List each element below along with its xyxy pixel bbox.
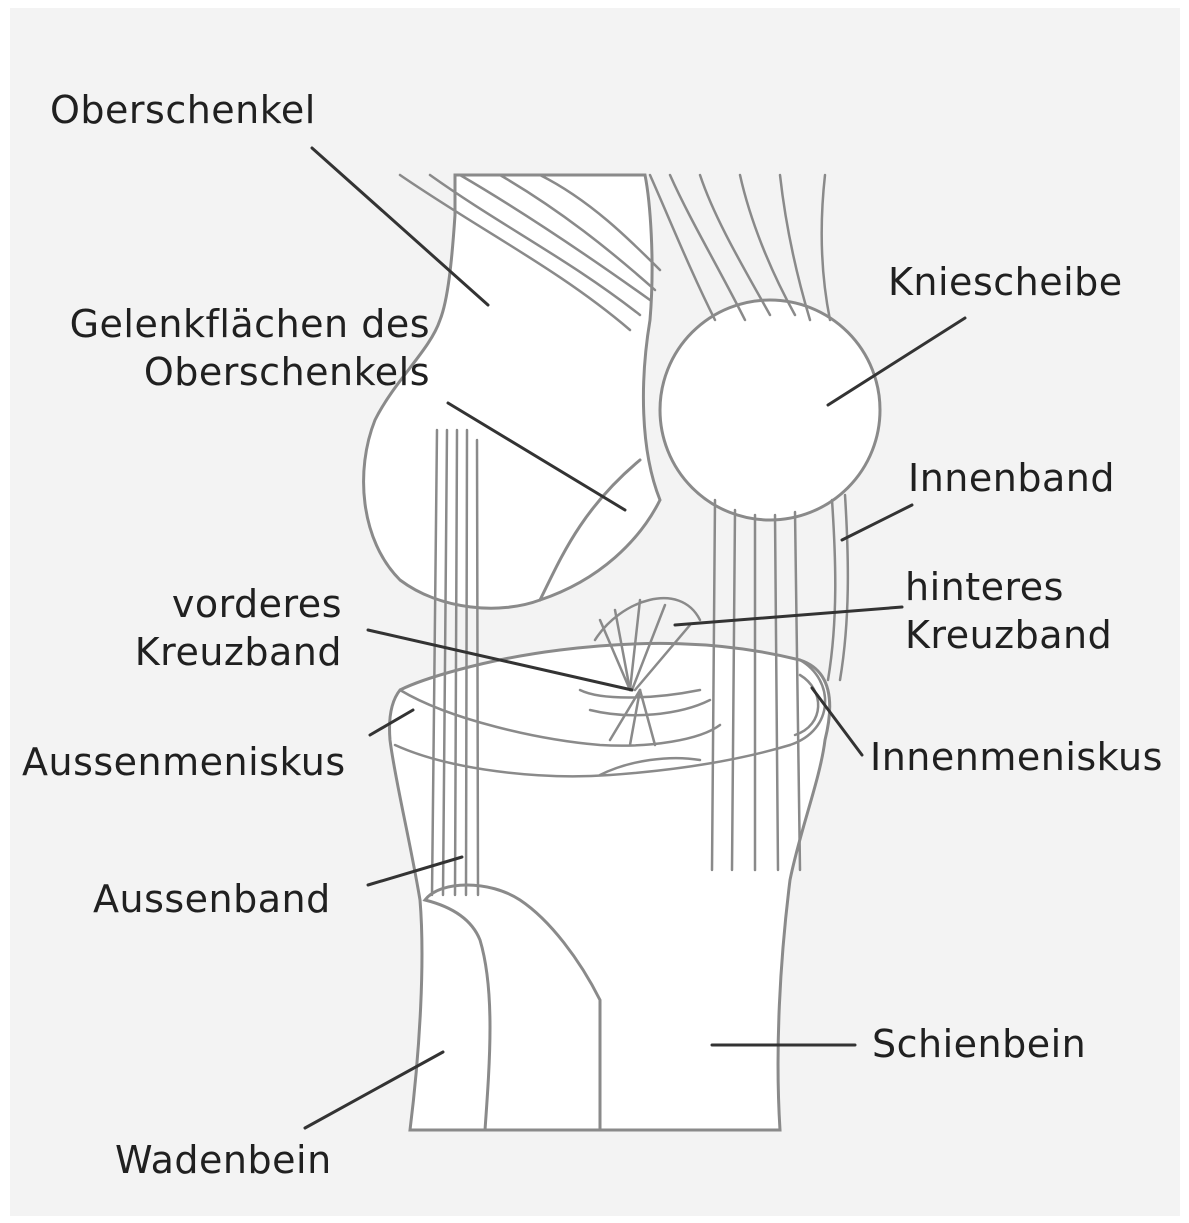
label-hinteres-kreuzband: hinteres Kreuzband [905,563,1112,659]
label-gelenkflaechen-line2: Oberschenkels [50,348,430,396]
label-hinteres-line2: Kreuzband [905,611,1112,659]
label-vorderes-line1: vorderes [90,580,342,628]
label-vorderes-line2: Kreuzband [90,628,342,676]
label-innenband-text: Innenband [908,454,1115,502]
label-kniescheibe: Kniescheibe [888,258,1123,306]
label-wadenbein-text: Wadenbein [115,1136,332,1184]
label-kniescheibe-text: Kniescheibe [888,258,1123,306]
label-schienbein-text: Schienbein [872,1020,1086,1068]
label-innenmeniskus: Innenmeniskus [870,733,1163,781]
label-oberschenkel: Oberschenkel [50,86,316,134]
label-gelenkflaechen-line1: Gelenkflächen des [50,300,430,348]
label-oberschenkel-text: Oberschenkel [50,86,316,134]
label-vorderes-kreuzband: vorderes Kreuzband [90,580,342,676]
label-aussenband: Aussenband [93,875,331,923]
label-schienbein: Schienbein [872,1020,1086,1068]
label-hinteres-line1: hinteres [905,563,1112,611]
label-wadenbein: Wadenbein [115,1136,332,1184]
patella-shape [660,300,880,520]
label-innenmeniskus-text: Innenmeniskus [870,733,1163,781]
label-aussenmeniskus: Aussenmeniskus [22,738,346,786]
label-aussenband-text: Aussenband [93,875,331,923]
label-gelenkflaechen: Gelenkflächen des Oberschenkels [50,300,430,396]
label-innenband: Innenband [908,454,1115,502]
label-aussenmeniskus-text: Aussenmeniskus [22,738,346,786]
